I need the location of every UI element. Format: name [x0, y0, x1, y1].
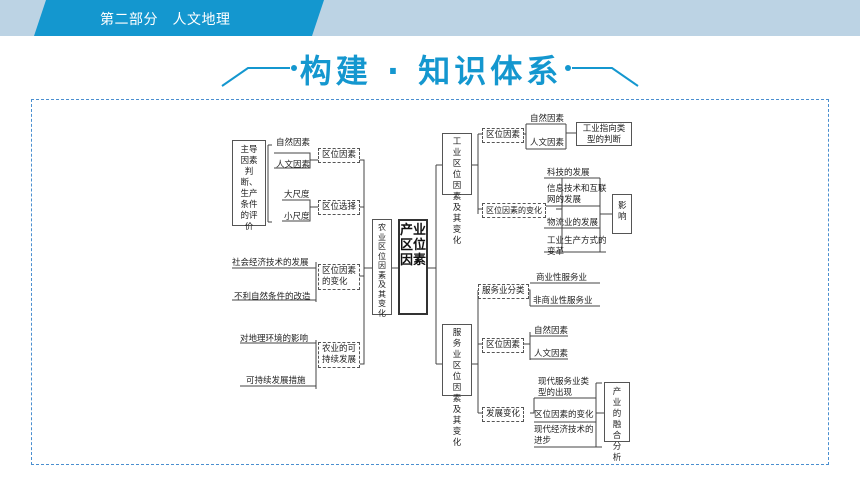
title-decoration [221, 65, 639, 87]
agri-natural: 自然因素 [276, 138, 311, 148]
srv-tech: 现代经济技术的进步 [534, 425, 594, 446]
srv-modern: 现代服务业类型的出现 [538, 377, 590, 398]
ind-item-2: 信息技术和互联网的发展 [547, 184, 607, 205]
service-title-box: 服务业区位因素及其变化 [442, 324, 472, 448]
center-core: 产业区位因素 [398, 219, 428, 315]
agri-sustain: 农业的可持续发展 [318, 342, 360, 368]
agri-bad-nature: 不利自然条件的改造 [234, 292, 311, 302]
agri-env-impact: 对地理环境的影响 [240, 334, 309, 344]
industry-title-box: 工业区位因素及其变化 [442, 133, 472, 246]
srv-human: 人文因素 [534, 349, 569, 359]
agri-human: 人文因素 [276, 160, 311, 170]
agri-location-factor: 区位因素 [318, 148, 361, 163]
srv-classify: 服务业分类 [478, 284, 529, 299]
ind-human: 人文因素 [530, 138, 565, 148]
section-label: 第二部分 人文地理 [100, 12, 231, 28]
ind-natural: 自然因素 [530, 114, 565, 124]
agri-title-box: 农业区位因素及其变化 [372, 219, 392, 318]
agri-measures: 可持续发展措施 [246, 376, 306, 386]
ind-item-4: 工业生产方式的变革 [547, 236, 607, 257]
ind-factor-change: 区位因素的变化 [482, 203, 546, 218]
agri-factor-change: 区位因素的变化 [318, 264, 360, 290]
srv-natural: 自然因素 [534, 326, 569, 336]
srv-fusion: 产业的融合分析 [604, 382, 630, 463]
srv-development: 发展变化 [482, 407, 525, 422]
ind-type-judge: 工业指向类型的判断 [576, 122, 632, 146]
agri-location-choice: 区位选择 [318, 200, 361, 215]
srv-noncommercial: 非商业性服务业 [533, 296, 593, 306]
ind-item-1: 科技的发展 [547, 168, 590, 178]
ind-location-factor: 区位因素 [482, 128, 525, 143]
ind-impact: 影响 [612, 194, 632, 234]
top-bar: 第二部分 人文地理 [0, 0, 860, 36]
srv-location-factor: 区位因素 [482, 338, 525, 353]
leading-factor-box: 主导因素判断、生产条件的评价 [232, 140, 266, 232]
agri-tech-dev: 社会经济技术的发展 [232, 258, 309, 268]
diagram-frame [31, 99, 829, 465]
page-title: 构建 · 知识体系 [299, 52, 563, 90]
srv-factor-change: 区位因素的变化 [534, 410, 594, 420]
srv-commercial: 商业性服务业 [536, 273, 588, 283]
agri-large-scale: 大尺度 [284, 190, 310, 200]
ind-item-3: 物流业的发展 [547, 218, 599, 228]
agri-small-scale: 小尺度 [284, 212, 310, 222]
section-tab [34, 0, 324, 36]
